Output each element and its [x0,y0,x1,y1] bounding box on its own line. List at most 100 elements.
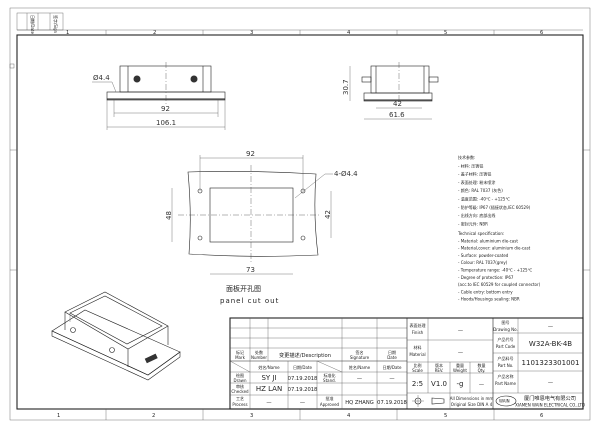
spec-line: - Surface: powder-coated [458,253,509,258]
cell-label-en: Date [387,355,397,360]
name-header: 姓名/Name [258,364,280,370]
material-value: — [458,350,463,356]
spec-line: - 表面处理: 粉末喷涂 [458,179,495,185]
zone-label: 2 [153,30,156,36]
zone-label: 3 [250,30,253,36]
top-zone-ruler: 1 2 3 4 5 6 [17,29,583,36]
dimension-label: 73 [246,266,255,274]
stand-name: — [357,376,362,382]
cell-label-en: REV. [435,368,444,373]
logo-text: WAIN [499,399,510,404]
dims-note: All Dimensions in mm [450,396,494,401]
dimension-label: 92 [161,105,170,113]
technical-specs-en: Technical specification:- Material: alum… [457,231,541,302]
zone-label: 2 [152,413,155,419]
cell-label-en: Weight [453,368,467,373]
cell-label-cn: 产品名称 [498,373,514,379]
cell-label-cn: 版本 [435,362,443,368]
spec-line: Technical specification: [457,231,504,236]
cell-label-cn: 标准化 [324,372,336,378]
cell-label-cn: 绘图 [236,372,244,378]
cell-label-cn: 标记 [236,349,244,355]
cell-label-en: Stand. [323,378,336,383]
cell-label-cn: 工艺 [236,396,244,401]
cell-label-en: Part Name [495,381,517,386]
checked-name: HZ LAN [256,385,282,393]
cell-label-en: Drawn [234,378,247,383]
isometric-view [51,291,181,381]
checked-date: 07.19.2018 [288,387,318,393]
weight-value: -g [457,380,464,388]
cell-label-cn: 材料 [414,344,422,350]
dims-note: Original Size DIN A 4 [451,402,493,407]
cell-label-en: Approved [320,402,340,407]
zone-label: 3 [250,413,253,419]
side-view: 30.7 42 61.6 [342,62,439,120]
spec-line: - 颜色: RAL 7037 (灰色) [458,187,503,193]
cell-label-en: Material [409,352,425,357]
part-no-value: 1101323301001 [522,359,580,367]
spec-line: - Cable entry: bottom entry [458,289,513,294]
dimension-label: 4-Ø4.4 [334,170,358,178]
screw-icon [109,347,115,353]
spec-line: - Degree of protection: IP67 [458,275,514,280]
spec-line: - 材料: 压铸铝 [458,162,483,168]
cell-label-en: Qty. [478,368,486,373]
drawn-name: SY JI [261,374,276,382]
drawing-no-value: — [548,324,553,330]
spec-line: (acc.to IEC 60529 for coupled connector) [458,282,541,287]
spec-line: - Colour: RAL 7037(grey) [458,260,508,265]
spec-line: - Material,cover: aluminium die-cast [458,246,531,251]
approved-date: 07.19.2018 [377,400,407,406]
projection-symbol-icon [412,395,445,407]
cell-label-cn: 图号 [502,319,510,325]
drawn-date: 07.19.2018 [288,376,318,382]
zone-label: 4 [347,30,351,36]
date-header: 日期/Date [293,364,312,370]
cell-label-cn: 重量 [456,362,464,368]
cell-label-en: Scale [412,368,423,373]
cell-label-en: Part No. [498,363,514,368]
cutout-title-en: panel cut out [220,297,279,305]
cell-label-en: Checked [231,389,249,394]
zone-label: 6 [540,30,543,36]
spec-line: - 防护等级: IP67 (插接状态,IEC 60529) [458,204,531,210]
zone-label: 1 [57,413,60,419]
front-view: Ø4.4 92 106.1 [92,62,226,130]
cell-label-cn: 表面处理 [410,322,426,328]
finish-value: — [458,328,463,334]
corner-label: 签字/Sign [53,15,59,34]
rev-value: V1.0 [431,380,447,388]
qty-value: — [479,382,484,388]
panel-cutout-view: 92 48 42 73 4-Ø4.4 面板开孔图 panel cut out [165,150,358,305]
spec-line: - 盖子材料: 压铸铝 [458,171,491,177]
zone-label: 1 [66,30,69,36]
corner-revision-box: 日期/Date 签字/Sign [16,12,64,34]
corner-label: 日期/Date [30,15,36,34]
dimension-label: 30.7 [342,79,350,95]
cutout-title-cn: 面板开孔图 [226,284,261,293]
scale-value: 2:5 [412,380,423,388]
spec-line: - Temperature range: -40℃ - +125℃ [458,268,533,273]
screw-icon [190,75,198,83]
zone-label: 4 [347,413,351,419]
spec-line: - 密封元件: NBR [458,220,488,226]
cell-label-en: Number [251,355,267,360]
spec-line: - 出线方向: 底部出线 [458,212,495,218]
cell-label-en: Process [232,402,247,407]
company-name-en: XIAMEN WAIN ELECTRICAL CO.,LTD [515,403,585,408]
date-header: 日期/Date [383,364,402,370]
dimension-label: 48 [165,211,173,220]
approved-name: HQ ZHANG [345,400,374,406]
cell-label-en: Signature [350,355,370,360]
cell-label-en: Mark [235,355,246,360]
technical-specs-cn: 技术参数:- 材料: 压铸铝- 盖子材料: 压铸铝- 表面处理: 粉末喷涂- 颜… [458,154,531,226]
zone-label: 6 [540,413,543,419]
cell-label-cn: 产品料号 [498,355,514,361]
dimension-label: Ø4.4 [93,74,110,82]
cell-label-cn: 处数 [255,349,263,355]
part-name-value: — [548,380,553,386]
cell-label-cn: 产品代号 [498,336,514,342]
